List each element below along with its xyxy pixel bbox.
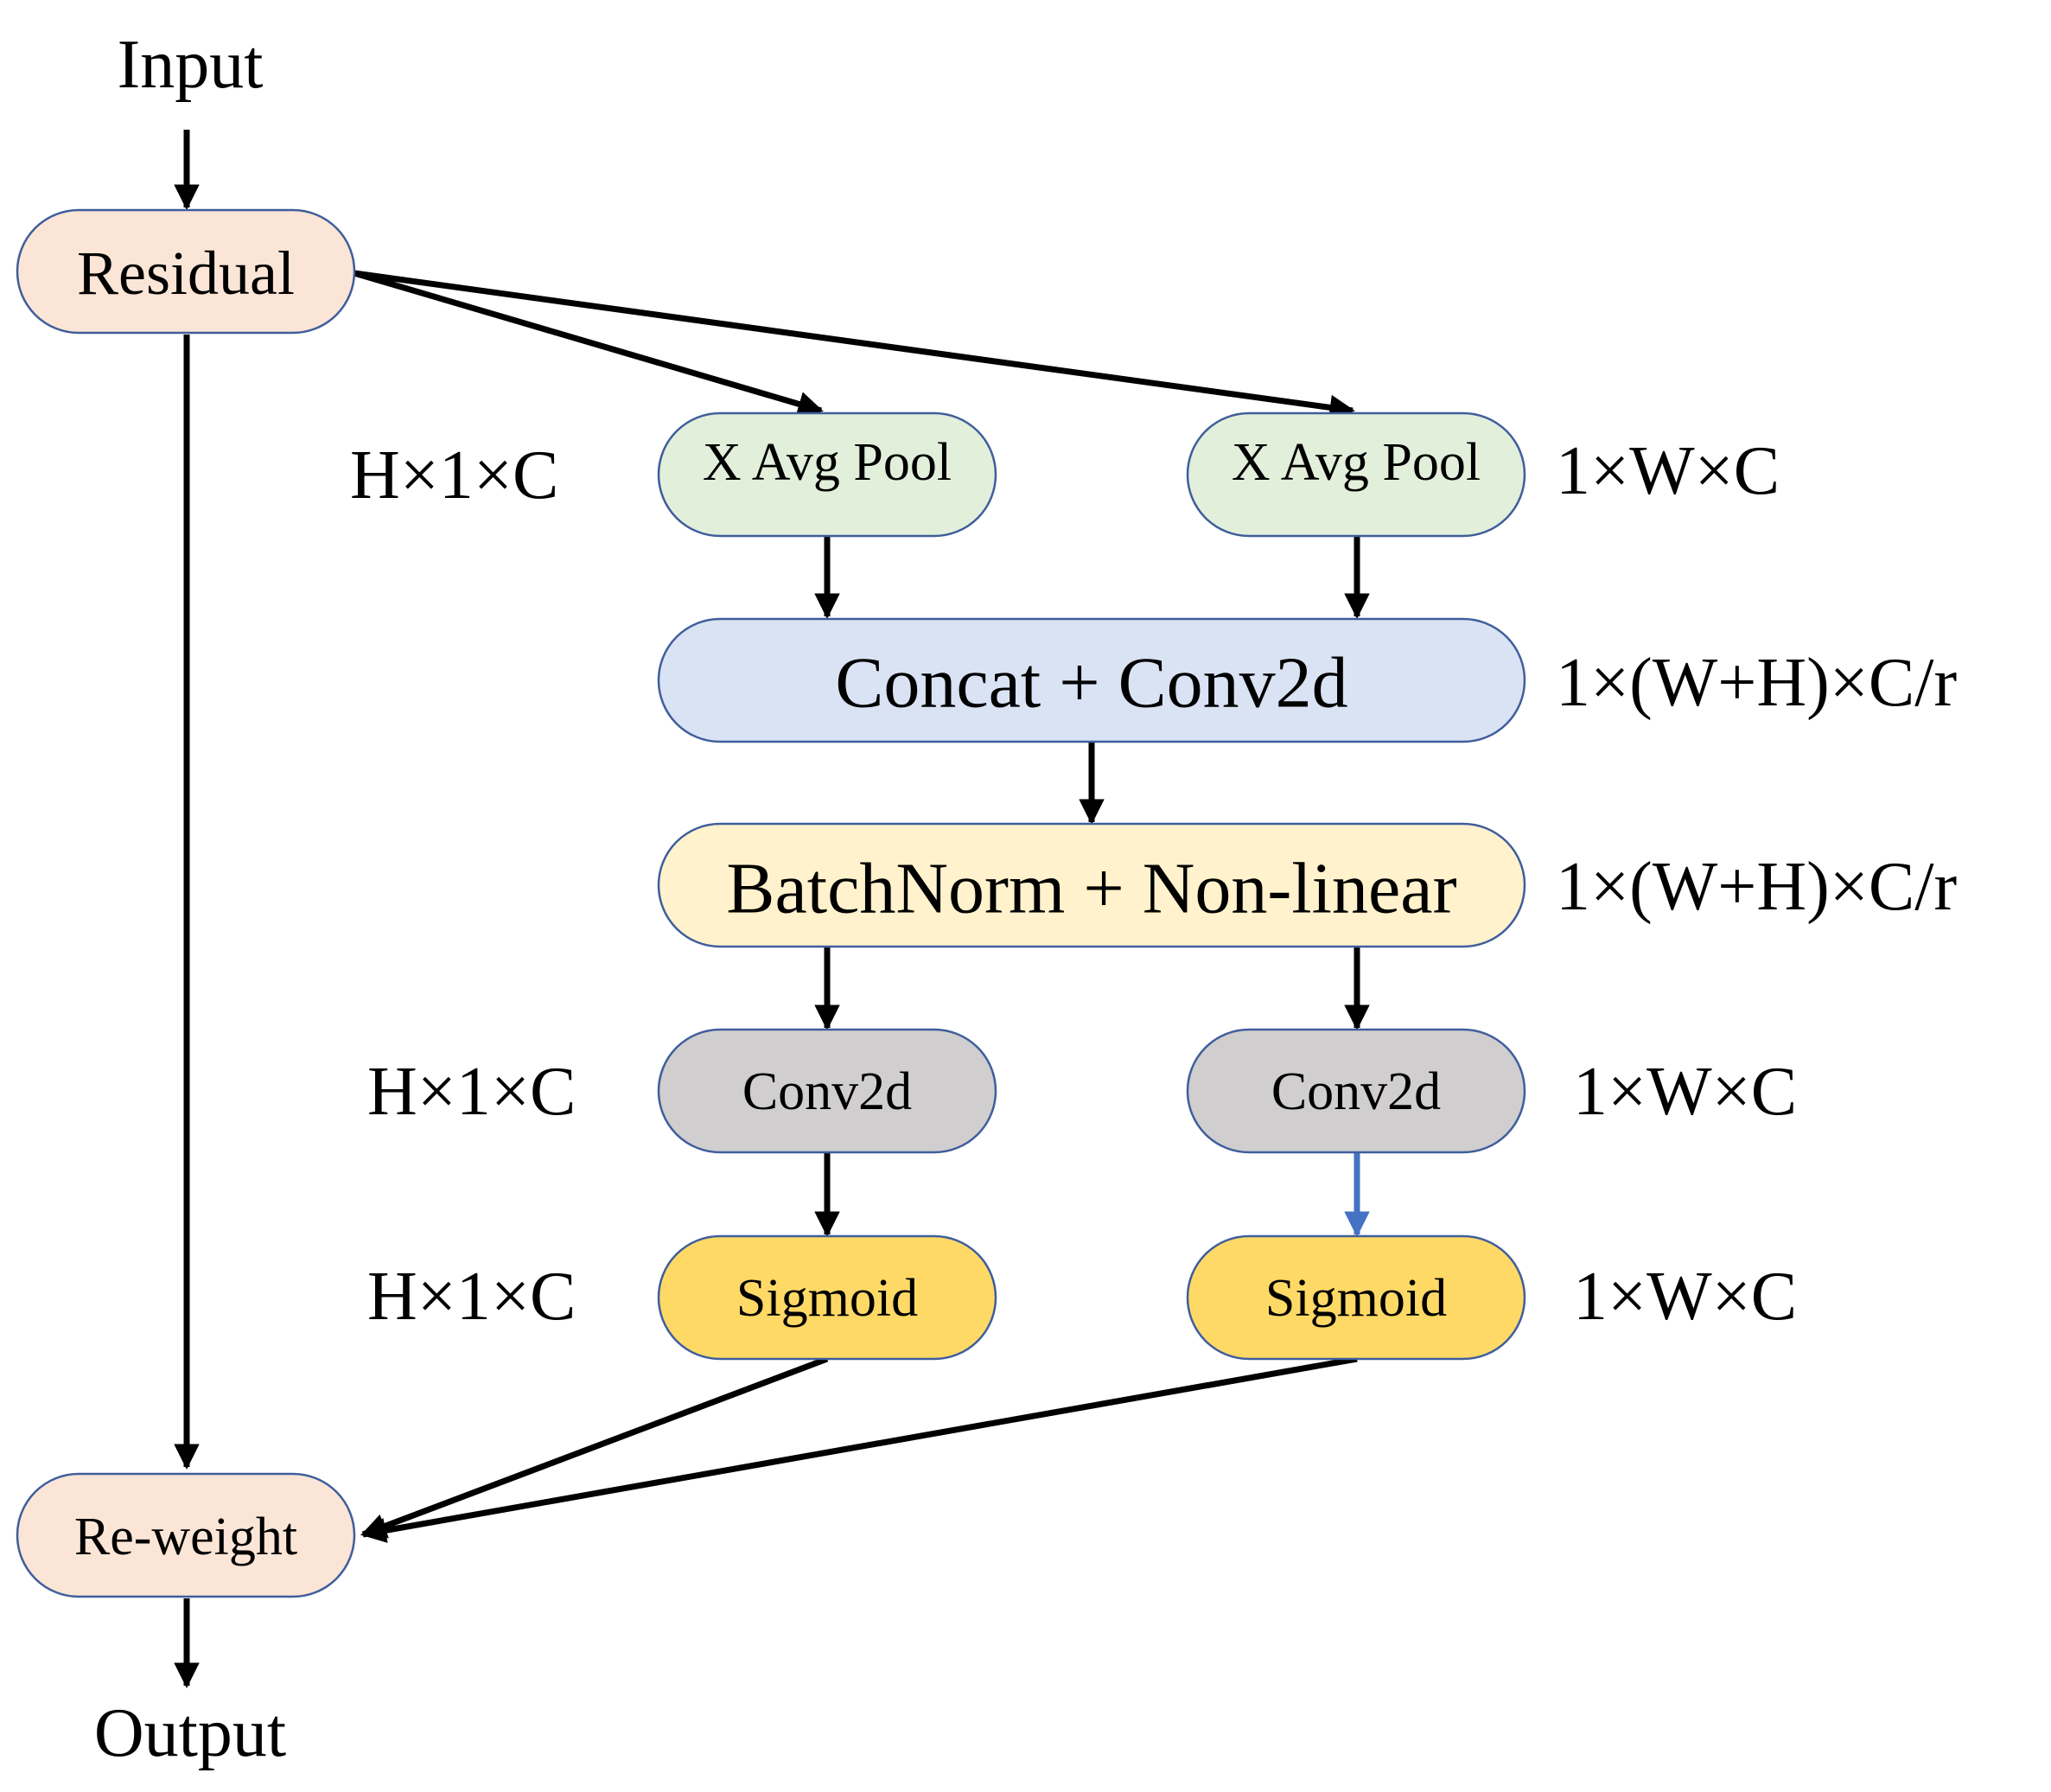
residual-node: Residual (16, 208, 356, 335)
x-avg-pool-left-label: X Avg Pool (703, 433, 952, 492)
dim-batchnorm: 1×(W+H)×C/r (1556, 849, 1957, 925)
x-avg-pool-right-node: X Avg Pool (1186, 411, 1526, 538)
dim-concat: 1×(W+H)×C/r (1556, 645, 1957, 721)
sigmoid-right-box (1186, 1234, 1526, 1361)
conv2d-right-node: Conv2d (1186, 1028, 1526, 1154)
reweight-label: Re-weight (74, 1508, 297, 1566)
x-avg-pool-left-node: X Avg Pool (657, 411, 997, 538)
sigmoid-left-label: Sigmoid (736, 1269, 918, 1328)
dim-conv-right: 1×W×C (1573, 1054, 1797, 1130)
batchnorm-box (657, 822, 1526, 948)
x-avg-pool-right-box (1186, 411, 1526, 538)
sigmoid-right-node: Sigmoid (1186, 1234, 1526, 1361)
batchnorm-label: BatchNorm + Non-linear (726, 849, 1456, 929)
batchnorm-node: BatchNorm + Non-linear (657, 822, 1526, 948)
dim-conv-left: H×1×C (367, 1054, 576, 1130)
conv2d-right-label: Conv2d (1271, 1062, 1441, 1121)
conv2d-left-box (657, 1028, 997, 1154)
dim-pool-right: 1×W×C (1556, 433, 1780, 509)
edge-residual-to-pool-right (354, 270, 1355, 420)
input-label: Input (118, 27, 264, 103)
concat-conv-label: Concat + Conv2d (835, 643, 1347, 724)
conv2d-right-box (1186, 1028, 1526, 1154)
output-label: Output (94, 1695, 286, 1771)
concat-conv-node: Concat + Conv2d (657, 617, 1526, 743)
sigmoid-left-box (657, 1234, 997, 1361)
conv2d-left-node: Conv2d (657, 1028, 997, 1154)
reweight-node: Re-weight (16, 1472, 356, 1598)
sigmoid-right-label: Sigmoid (1265, 1269, 1447, 1328)
dim-sigmoid-right: 1×W×C (1573, 1259, 1797, 1335)
edges (174, 130, 1370, 1688)
dim-pool-left: H×1×C (350, 437, 558, 513)
residual-label: Residual (77, 239, 295, 308)
dim-sigmoid-left: H×1×C (367, 1259, 576, 1335)
reweight-box (16, 1472, 356, 1598)
edge-residual-to-pool-left (354, 270, 824, 417)
edge-sigmoid-left-to-reweight (360, 1355, 829, 1539)
x-avg-pool-right-label: X Avg Pool (1232, 433, 1481, 492)
conv2d-left-label: Conv2d (742, 1062, 912, 1121)
x-avg-pool-left-box (657, 411, 997, 538)
residual-box (16, 208, 356, 335)
concat-conv-box (657, 617, 1526, 743)
sigmoid-left-node: Sigmoid (657, 1234, 997, 1361)
edge-sigmoid-right-to-reweight (360, 1355, 1358, 1543)
